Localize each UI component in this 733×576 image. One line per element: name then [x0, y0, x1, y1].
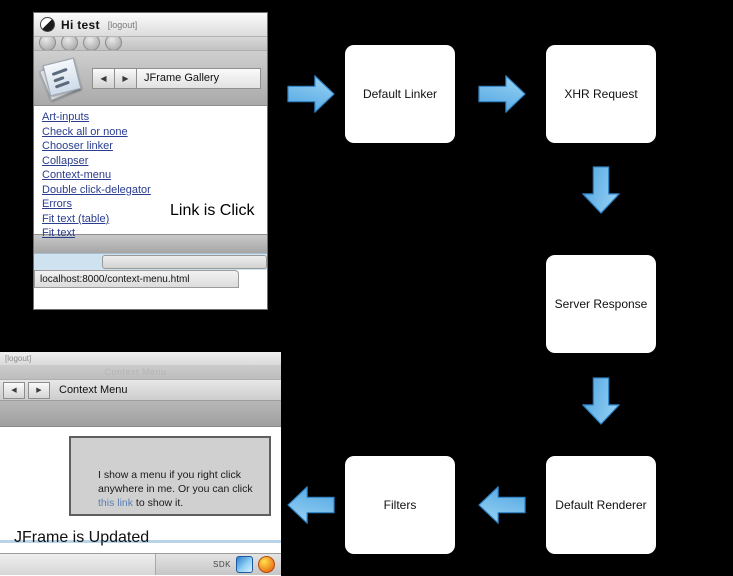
flow-box-default-renderer: Default Renderer — [546, 456, 656, 554]
gallery-link-context-menu[interactable]: Context-menu — [42, 169, 112, 181]
greeting-label: Hi test — [61, 17, 100, 32]
flow-box-label: Default Linker — [362, 87, 438, 101]
gallery-link-fit-text-table[interactable]: Fit text (table) — [42, 212, 110, 225]
context-panel-text-1: I show a menu if you right click anywher… — [98, 469, 253, 495]
context-menu-window[interactable]: [logout] Context Menu ◀ ▶ Context Menu I… — [0, 352, 281, 576]
context-logout-link[interactable]: [logout] — [5, 354, 32, 363]
gallery-link-errors[interactable]: Errors — [42, 198, 72, 210]
secondary-app-icon[interactable] — [258, 556, 275, 573]
gallery-link-list: Art-inputs Check all or none Chooser lin… — [34, 106, 267, 239]
flow-box-xhr-request: XHR Request — [546, 45, 656, 143]
context-page-body: I show a menu if you right click anywher… — [0, 427, 281, 527]
arrow-xhr-to-server-icon — [579, 166, 623, 214]
flow-box-server-response: Server Response — [546, 255, 656, 353]
context-back-button[interactable]: ◀ — [3, 381, 25, 399]
updated-underline — [0, 540, 281, 543]
window-control-3[interactable] — [83, 37, 100, 50]
context-panel-text-2: to show it. — [133, 497, 184, 509]
horizontal-scrollbar[interactable] — [34, 253, 267, 270]
forward-button[interactable]: ▶ — [115, 67, 137, 89]
arrow-server-to-renderer-icon — [579, 377, 623, 425]
flow-box-label: Default Renderer — [555, 498, 647, 512]
gallery-title-bar: Hi test [logout] — [34, 13, 267, 37]
link-clicked-message: Link is Click — [170, 202, 255, 219]
jframe-gallery-window[interactable]: Hi test [logout] ◀ ▶ JFrame Gallery Art-… — [33, 12, 268, 310]
context-top-strip: [logout] — [0, 352, 281, 365]
context-menu-target-panel[interactable]: I show a menu if you right click anywher… — [69, 436, 271, 516]
flow-box-label: Server Response — [554, 297, 648, 311]
gallery-link-art-inputs[interactable]: Art-inputs — [42, 111, 90, 123]
flow-box-label: Filters — [383, 498, 417, 512]
jframe-updated-row: JFrame is Updated — [0, 527, 281, 553]
logout-link[interactable]: [logout] — [107, 19, 138, 30]
photo-gallery-icon — [39, 56, 84, 101]
context-forward-button[interactable]: ▶ — [28, 381, 50, 399]
context-panel-link[interactable]: this link — [98, 497, 134, 509]
app-logo-icon — [40, 17, 55, 32]
gallery-link-check-all-or-none[interactable]: Check all or none — [42, 125, 128, 138]
context-toolbar-pad — [0, 401, 281, 427]
flow-box-default-linker: Default Linker — [345, 45, 455, 143]
window-control-1[interactable] — [39, 37, 56, 50]
scrollbar-thumb[interactable] — [102, 255, 267, 269]
gallery-toolbar: ◀ ▶ JFrame Gallery — [34, 51, 267, 106]
arrow-renderer-to-filters-icon — [478, 483, 526, 527]
context-page-title: Context Menu — [59, 384, 128, 396]
back-button[interactable]: ◀ — [92, 67, 115, 89]
gallery-link-chooser-linker[interactable]: Chooser linker — [42, 140, 113, 152]
context-nav-bar: ◀ ▶ Context Menu — [0, 379, 281, 401]
status-bar-url: localhost:8000/context-menu.html — [34, 270, 239, 288]
sdk-label: SDK — [213, 560, 231, 569]
browser-app-icon[interactable] — [236, 556, 253, 573]
context-taskbar: SDK — [0, 553, 281, 575]
window-control-4[interactable] — [105, 37, 122, 50]
window-control-2[interactable] — [61, 37, 78, 50]
arrow-into-linker-icon — [287, 72, 335, 116]
gallery-link-double-click-delegator[interactable]: Double click-delegator — [42, 183, 151, 196]
address-field[interactable]: JFrame Gallery — [137, 67, 261, 89]
window-controls-strip — [34, 37, 267, 51]
gallery-link-collapser[interactable]: Collapser — [42, 154, 89, 167]
taskbar-slot[interactable] — [0, 554, 156, 575]
flow-box-filters: Filters — [345, 456, 455, 554]
gallery-bottom-bar — [34, 234, 267, 253]
context-faded-title-bar: Context Menu — [0, 365, 281, 379]
jframe-updated-message: JFrame is Updated — [14, 529, 150, 546]
gallery-link-fit-text[interactable]: Fit text — [42, 227, 76, 239]
gallery-nav-group: ◀ ▶ JFrame Gallery — [92, 67, 261, 89]
arrow-out-of-filters-icon — [287, 483, 335, 527]
arrow-linker-to-xhr-icon — [478, 72, 526, 116]
flow-box-label: XHR Request — [564, 87, 638, 101]
context-faded-title: Context Menu — [104, 367, 167, 377]
